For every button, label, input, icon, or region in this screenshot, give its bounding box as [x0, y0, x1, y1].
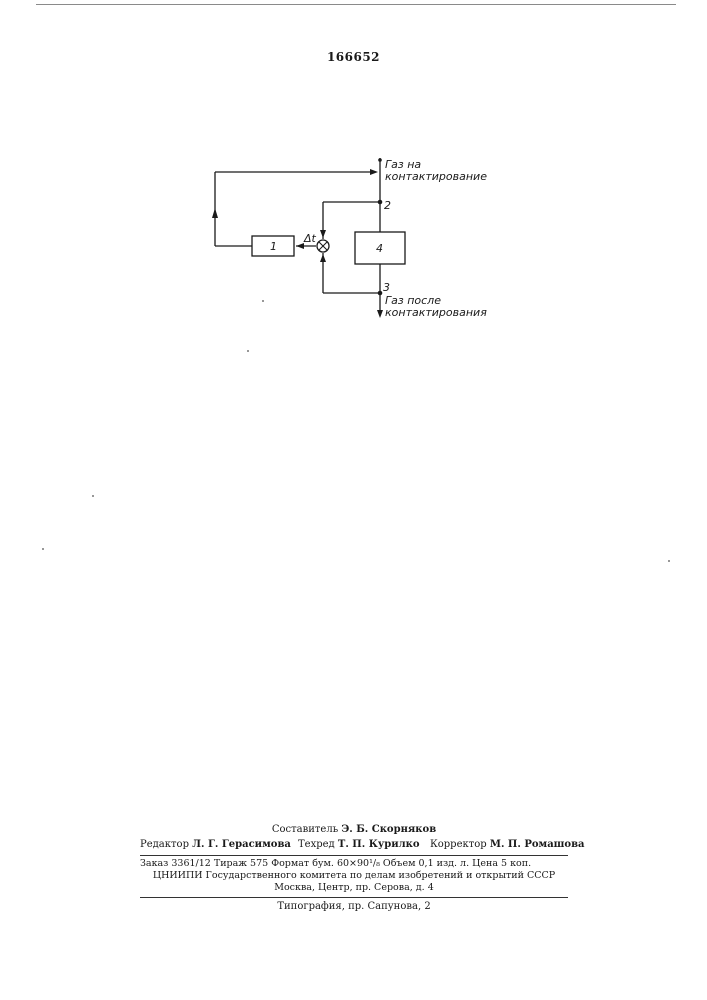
- point-2-label: 2: [384, 199, 391, 212]
- editor-name: Л. Г. Герасимова: [192, 839, 291, 850]
- techred-name: Т. П. Курилко: [338, 839, 420, 850]
- editor-label: Редактор: [140, 839, 189, 850]
- techred-credit: Техред Т. П. Курилко: [298, 839, 420, 850]
- address-line: Москва, Центр, пр. Серова, д. 4: [140, 882, 568, 893]
- corrector-credit: Корректор М. П. Ромашова: [430, 839, 585, 850]
- scan-speck: [247, 350, 249, 352]
- compiler-line: Составитель Э. Б. Скорняков: [140, 824, 568, 835]
- arrow-into-block1: [296, 243, 304, 249]
- scan-speck: [262, 300, 264, 302]
- comparator-element: [317, 240, 329, 252]
- gas-out-label-line2: контактирования: [385, 306, 487, 319]
- compiler-label: Составитель: [272, 824, 338, 835]
- block-1-label: 1: [270, 240, 277, 253]
- scan-speck: [668, 560, 670, 562]
- editor-credit: Редактор Л. Г. Герасимова: [140, 839, 291, 850]
- delta-t-label: Δt: [303, 232, 317, 245]
- junction-point-3: [378, 291, 383, 296]
- institute-line: ЦНИИПИ Государственного комитета по дела…: [140, 870, 568, 881]
- scan-speck: [92, 495, 94, 497]
- point-3-label: 3: [383, 281, 390, 294]
- arrow-up-loop: [212, 208, 218, 218]
- inlet-tick: [378, 158, 382, 162]
- compiler-name: Э. Б. Скорняков: [341, 824, 436, 835]
- corrector-label: Корректор: [430, 839, 487, 850]
- colophon-rule-top: [140, 855, 568, 856]
- arrow-up-comparator: [320, 254, 326, 262]
- order-line: Заказ 3361/12 Тираж 575 Формат бум. 60×9…: [140, 858, 531, 869]
- scan-speck: [42, 548, 44, 550]
- gas-in-label-line2: контактирование: [385, 170, 487, 183]
- arrow-down-comparator: [320, 230, 326, 238]
- corrector-name: М. П. Ромашова: [490, 839, 585, 850]
- block-4-label: 4: [376, 242, 383, 255]
- techred-label: Техред: [298, 839, 335, 850]
- arrow-into-gas-line: [370, 169, 378, 175]
- junction-point-2: [378, 200, 383, 205]
- colophon-rule-bottom: [140, 897, 568, 898]
- arrow-gas-out: [377, 310, 383, 318]
- printing-line: Типография, пр. Сапунова, 2: [140, 901, 568, 912]
